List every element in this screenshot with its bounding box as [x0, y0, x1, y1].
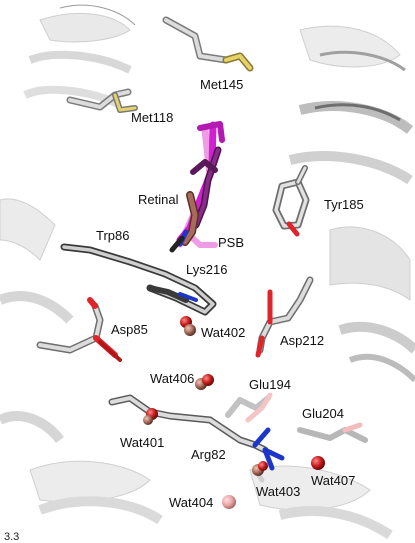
- glu194-stick: [225, 392, 273, 423]
- label-wat403: Wat403: [256, 484, 301, 499]
- trp86-stick: [60, 243, 217, 316]
- met118-stick: [66, 88, 138, 113]
- wat407-sphere: [311, 456, 325, 470]
- label-met118: Met118: [131, 110, 174, 125]
- label-retinal: Retinal: [138, 192, 179, 207]
- helix-ribbons: [0, 4, 415, 540]
- label-glu204: Glu204: [302, 406, 344, 421]
- label-wat404: Wat404: [169, 495, 214, 510]
- helix-left-mid: [0, 198, 56, 261]
- tyr185-stick: [272, 165, 310, 237]
- wat402-sphere-b: [184, 324, 196, 336]
- met145-stick: [162, 16, 254, 72]
- asp212-stick: [255, 276, 314, 358]
- label-trp86: Trp86: [96, 228, 130, 243]
- panel-tag: 3.3: [4, 531, 20, 543]
- label-wat401: Wat401: [120, 435, 165, 450]
- label-wat402: Wat402: [201, 325, 246, 340]
- helix-right-mid: [329, 226, 411, 301]
- water-molecules: [143, 316, 325, 509]
- helix-top-left: [39, 12, 131, 43]
- arg82-stick: [108, 394, 285, 483]
- asp85-stick: [36, 297, 122, 362]
- label-tyr185: Tyr185: [324, 197, 364, 212]
- label-arg82: Arg82: [191, 447, 226, 462]
- label-glu194: Glu194: [249, 377, 291, 392]
- label-asp85: Asp85: [111, 322, 148, 337]
- label-lys216: Lys216: [186, 262, 228, 277]
- wat403-sphere-b: [258, 461, 268, 471]
- wat406-sphere-b: [202, 374, 214, 386]
- label-wat407: Wat407: [311, 473, 356, 488]
- helix-bottom-left: [29, 460, 151, 503]
- label-met145: Met145: [200, 77, 244, 92]
- label-wat406: Wat406: [150, 371, 195, 386]
- wat401-sphere-b: [143, 415, 153, 425]
- wat404-sphere: [222, 495, 236, 509]
- label-asp212: Asp212: [280, 333, 325, 348]
- label-psb: PSB: [218, 235, 245, 250]
- retinal-sticks: [169, 121, 225, 253]
- glu204-stick: [297, 422, 368, 443]
